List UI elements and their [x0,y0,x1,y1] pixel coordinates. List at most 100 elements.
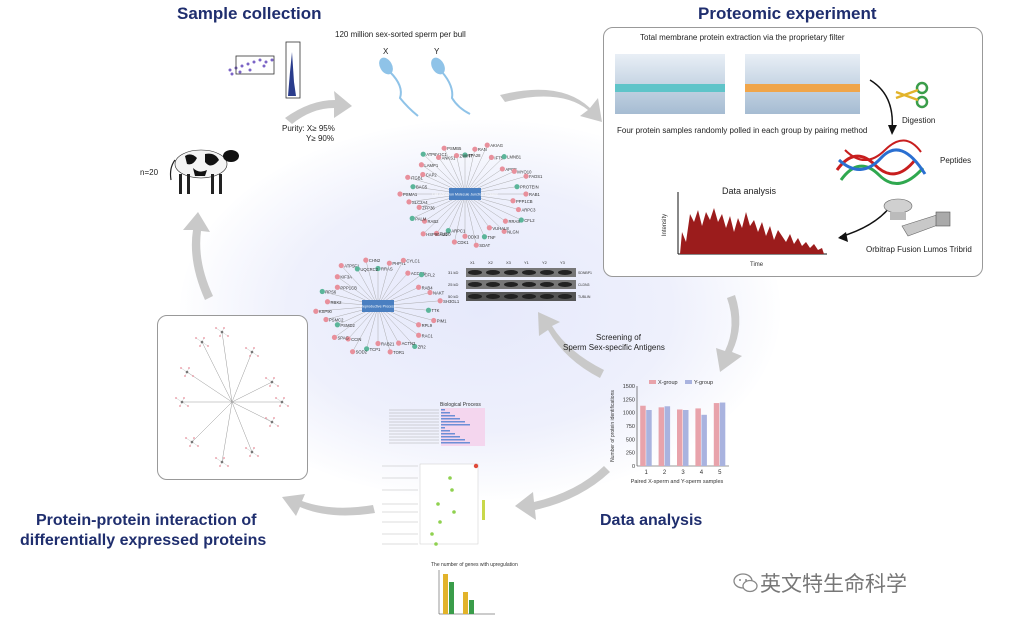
network-top-node-label: CDK1 [457,240,469,245]
network-top-node [462,233,468,239]
network-top-edge [464,157,492,195]
network-bottom-node [345,336,351,342]
network-bottom-node [425,307,432,313]
ppi-node [190,440,194,444]
arrow-chart-to-analysis [515,466,610,520]
network-top-node-label: AKIAG [490,143,503,148]
small-chart-title: The number of genes with upregulation [431,562,518,568]
network-bottom-node-label: RPL9 [422,323,433,328]
chart-bar [664,406,671,466]
network-bottom-node-label: RAC1 [422,333,434,338]
dot-point [436,502,440,506]
western-band [504,294,518,299]
network-top-node-label: ZFP36 [422,205,435,210]
network-bottom-node-label: PPP1CB [340,285,357,290]
ppi-node [283,397,285,399]
chart-bar [640,405,646,466]
chart-bar [677,409,683,466]
ppi-edge [201,341,233,403]
small-chart-bar [463,592,468,614]
ppi-node [220,460,224,464]
ppi-node [175,397,177,399]
network-top-node [441,145,447,151]
network-top-node [409,215,415,221]
network-top-edge [464,193,505,232]
western-band [558,270,572,275]
chart-xtick: 1 [645,470,649,476]
chart-xtick: 4 [700,470,704,476]
network-top-edge [438,157,466,195]
ppi-node [180,367,182,369]
network-bottom-node [415,284,422,290]
network-bottom-edge [377,263,390,307]
ppi-node [192,375,194,377]
ppi-node [188,367,190,369]
network-top-node [418,162,425,168]
go-bar [441,433,455,435]
ppi-node [280,400,284,404]
process-arrows [838,79,897,242]
ppi-node [270,420,274,424]
network-bottom-node [405,270,411,276]
western-band [540,282,554,287]
small-chart-bar [449,582,454,614]
network-bottom-node [323,316,329,323]
network-bottom-node [418,272,425,278]
network-top-node [473,242,479,248]
network-top-node [451,239,458,245]
network-top-node-label: RAN [478,147,487,152]
network-top-node-label: CFL2 [524,218,535,223]
chart-legend-swatch [685,380,692,384]
dot-point [448,476,452,480]
screening-line2: Sperm Sex-specific Antigens [563,343,665,352]
western-lane-label: Y2 [542,260,548,265]
go-bar [441,427,445,429]
network-top-edge [464,193,485,237]
network-top-node [420,151,426,157]
ppi-node [265,377,267,379]
upregulation-bar-chart [438,570,495,615]
ppi-node [223,457,225,459]
network-top-node [501,154,507,160]
ppi-node [250,450,254,454]
western-band [468,294,482,299]
network-bottom-node-label: TCP1 [370,347,381,352]
network-top-node [481,234,488,240]
ppi-tree [175,327,289,467]
network-bottom-edge [377,260,404,307]
dot-color-scale [482,500,485,520]
western-band [558,294,572,299]
network-bottom-node-label: RBX2 [330,300,342,305]
n-label: n=20 [140,168,159,177]
network-bottom-node-label: RRAS [381,267,393,272]
go-bar [441,439,465,441]
go-bar [441,436,460,438]
network-top-node-label: IFT57 [494,155,506,160]
network-bottom-node [313,308,319,314]
western-weight-label: 25 kD [448,282,459,287]
chart-legend-label: X-group [658,380,678,386]
network-top-node-label: NLGN [507,229,519,234]
ppi-node [207,345,209,347]
network-bottom-node-label: ZR2 [418,344,427,349]
network-bottom-node [334,274,340,280]
network-bottom-node [334,322,341,328]
go-bar [441,442,470,444]
network-top-node-label: ARPC3 [521,208,536,213]
western-band [522,270,536,275]
ppi-node [183,397,185,399]
network-top-node [510,198,516,204]
network-top-node [406,199,412,205]
network-top-edge [423,154,466,195]
network-top-node [405,174,411,180]
western-band [558,282,572,287]
network-top-edge [456,155,466,195]
title-ppi-line2: differentially expressed proteins [20,532,267,549]
network-top-node-label: PALM [415,216,427,221]
network-bottom-node-label: KSP90 [319,309,333,314]
chart-bar [719,402,726,466]
western-protein-label: SDNBP1 [578,271,592,275]
network-bottom-edge [377,305,399,344]
network-top-node-label: PSMB5 [447,146,462,151]
